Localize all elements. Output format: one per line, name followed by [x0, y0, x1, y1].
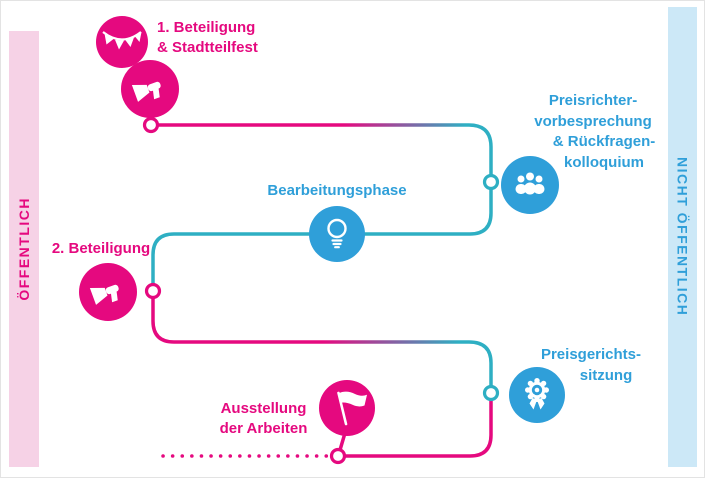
label-beteiligung-2: 2. Beteiligung [31, 239, 171, 259]
node-ausstellung [329, 447, 347, 465]
committee-icon [515, 172, 545, 195]
non-public-band: NICHT ÖFFENTLICH [668, 7, 697, 467]
label-bearbeitungsphase: Bearbeitungsphase [237, 181, 437, 201]
flag-circle [319, 380, 375, 436]
step-bearbeitungsphase-badge [309, 206, 365, 262]
connector-step1-to-jury [149, 123, 493, 178]
node-step2 [144, 282, 162, 300]
label-line: 1. Beteiligung [157, 19, 256, 36]
connector-court-to-exhibition [343, 398, 493, 458]
label-line: Bearbeitungsphase [267, 182, 407, 199]
label-line: der Arbeiten [219, 420, 308, 437]
medal-icon [525, 378, 549, 410]
label-line: vorbesprechung [534, 112, 652, 130]
label-line: 2. Beteiligung [51, 240, 151, 257]
step-preisgericht-badge [509, 367, 565, 423]
public-band: ÖFFENTLICH [9, 31, 39, 467]
lightbulb-icon [327, 218, 347, 249]
bunting-icon [102, 31, 142, 50]
label-ausstellung: Ausstellung der Arbeiten [191, 399, 336, 439]
flag-icon [337, 391, 367, 426]
label-preisgericht: Preisgerichts- sitzung [516, 345, 666, 386]
step-beteiligung1-badge [96, 16, 179, 118]
label-line: Preisgerichts- [540, 346, 642, 363]
label-line: & Rückfragen- [552, 133, 656, 150]
node-step1 [142, 116, 160, 134]
label-line: Preisrichter- [548, 92, 638, 109]
node-preisrichter [482, 173, 500, 191]
label-beteiligung-1: 1. Beteiligung & Stadtteilfest [157, 18, 258, 58]
step-preisrichter-badge [501, 156, 559, 214]
label-line: Ausstellung [220, 400, 307, 417]
label-preisrichter: Preisrichter- vorbesprechung & Rückfrage… [514, 91, 672, 173]
lightbulb-circle [309, 206, 365, 262]
label-line: kolloquium [564, 153, 644, 171]
label-line: & Stadtteilfest [157, 39, 258, 56]
step-beteiligung2-badge [79, 263, 137, 321]
step-ausstellung-badge [319, 380, 375, 436]
connector-step2-to-court [151, 296, 493, 388]
label-line: sitzung [579, 366, 633, 384]
node-preisgericht [482, 384, 500, 402]
non-public-band-label: NICHT ÖFFENTLICH [674, 157, 691, 317]
